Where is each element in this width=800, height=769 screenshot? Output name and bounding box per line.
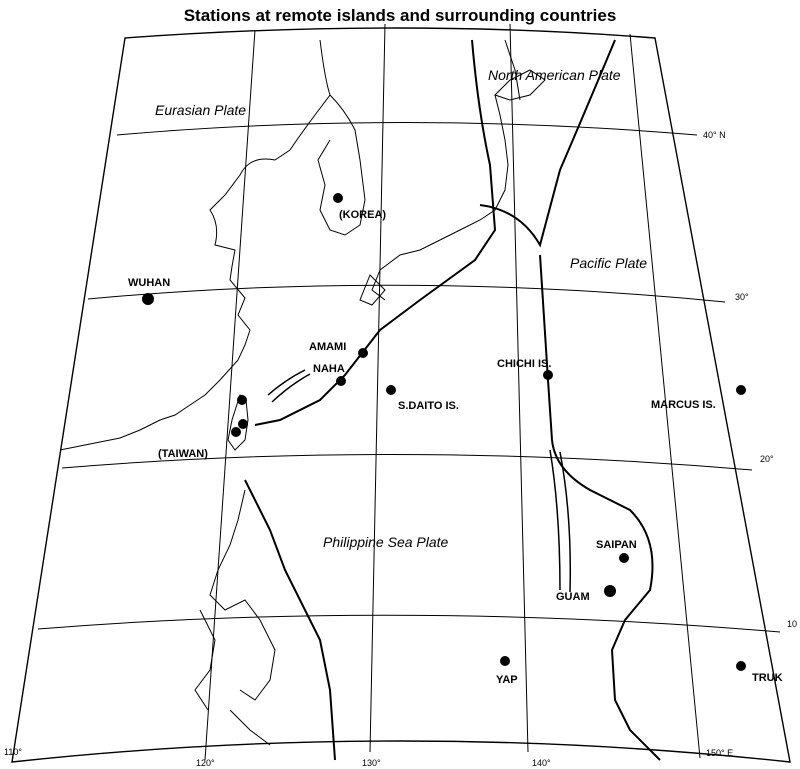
station-marker-taiwan-mid <box>238 419 248 429</box>
lon-label-130: 130° <box>362 758 381 768</box>
lon-label-110: 110° <box>4 747 22 757</box>
lon-label-150: 150° E <box>706 748 733 758</box>
station-label-saipan: SAIPAN <box>596 539 637 551</box>
station-label-naha: NAHA <box>313 363 345 375</box>
station-label-wuhan: WUHAN <box>128 277 170 289</box>
lat-label-30: 30° <box>735 292 749 302</box>
lat-label-40: 40° N <box>703 130 726 140</box>
station-label-amami: AMAMI <box>309 341 346 353</box>
station-label-chichi: CHICHI IS. <box>497 358 551 370</box>
station-marker-wuhan <box>142 293 154 305</box>
map-frame <box>11 27 791 763</box>
station-marker-taiwan <box>231 427 241 437</box>
lat-label-10: 10 <box>787 619 797 629</box>
latitude-lines <box>37 122 781 633</box>
station-label-marcus: MARCUS IS. <box>651 399 716 411</box>
lat-label-20: 20° <box>760 454 774 464</box>
plate-label-eurasian: Eurasian Plate <box>155 102 246 118</box>
station-marker-chichi <box>543 370 553 380</box>
station-label-korea: (KOREA) <box>339 209 386 221</box>
station-marker-taiwan-north <box>237 395 247 405</box>
station-marker-truk <box>736 661 746 671</box>
plate-label-north-american: North American Plate <box>488 67 621 83</box>
station-marker-yap <box>500 656 510 666</box>
plate-boundaries <box>244 39 661 761</box>
station-marker-amami <box>358 348 368 358</box>
station-marker-marcus <box>736 385 746 395</box>
station-label-taiwan: (TAIWAN) <box>158 448 208 460</box>
station-marker-s-daito <box>386 385 396 395</box>
map-title: Stations at remote islands and surroundi… <box>183 6 617 25</box>
station-label-truk: TRUK <box>752 672 783 684</box>
plate-label-philippine: Philippine Sea Plate <box>323 534 449 550</box>
station-label-yap: YAP <box>496 674 518 686</box>
station-marker-saipan <box>619 553 629 563</box>
plate-label-pacific: Pacific Plate <box>570 255 647 271</box>
station-marker-korea <box>333 193 343 203</box>
lon-label-140: 140° <box>532 758 551 768</box>
station-label-guam: GUAM <box>556 591 590 603</box>
station-marker-naha <box>336 376 346 386</box>
station-markers <box>142 193 746 671</box>
station-marker-guam <box>604 585 616 597</box>
lon-label-120: 120° <box>196 758 215 768</box>
longitude-lines <box>204 23 701 761</box>
station-label-s-daito: S.DAITO IS. <box>398 400 459 412</box>
coastlines <box>59 39 546 746</box>
